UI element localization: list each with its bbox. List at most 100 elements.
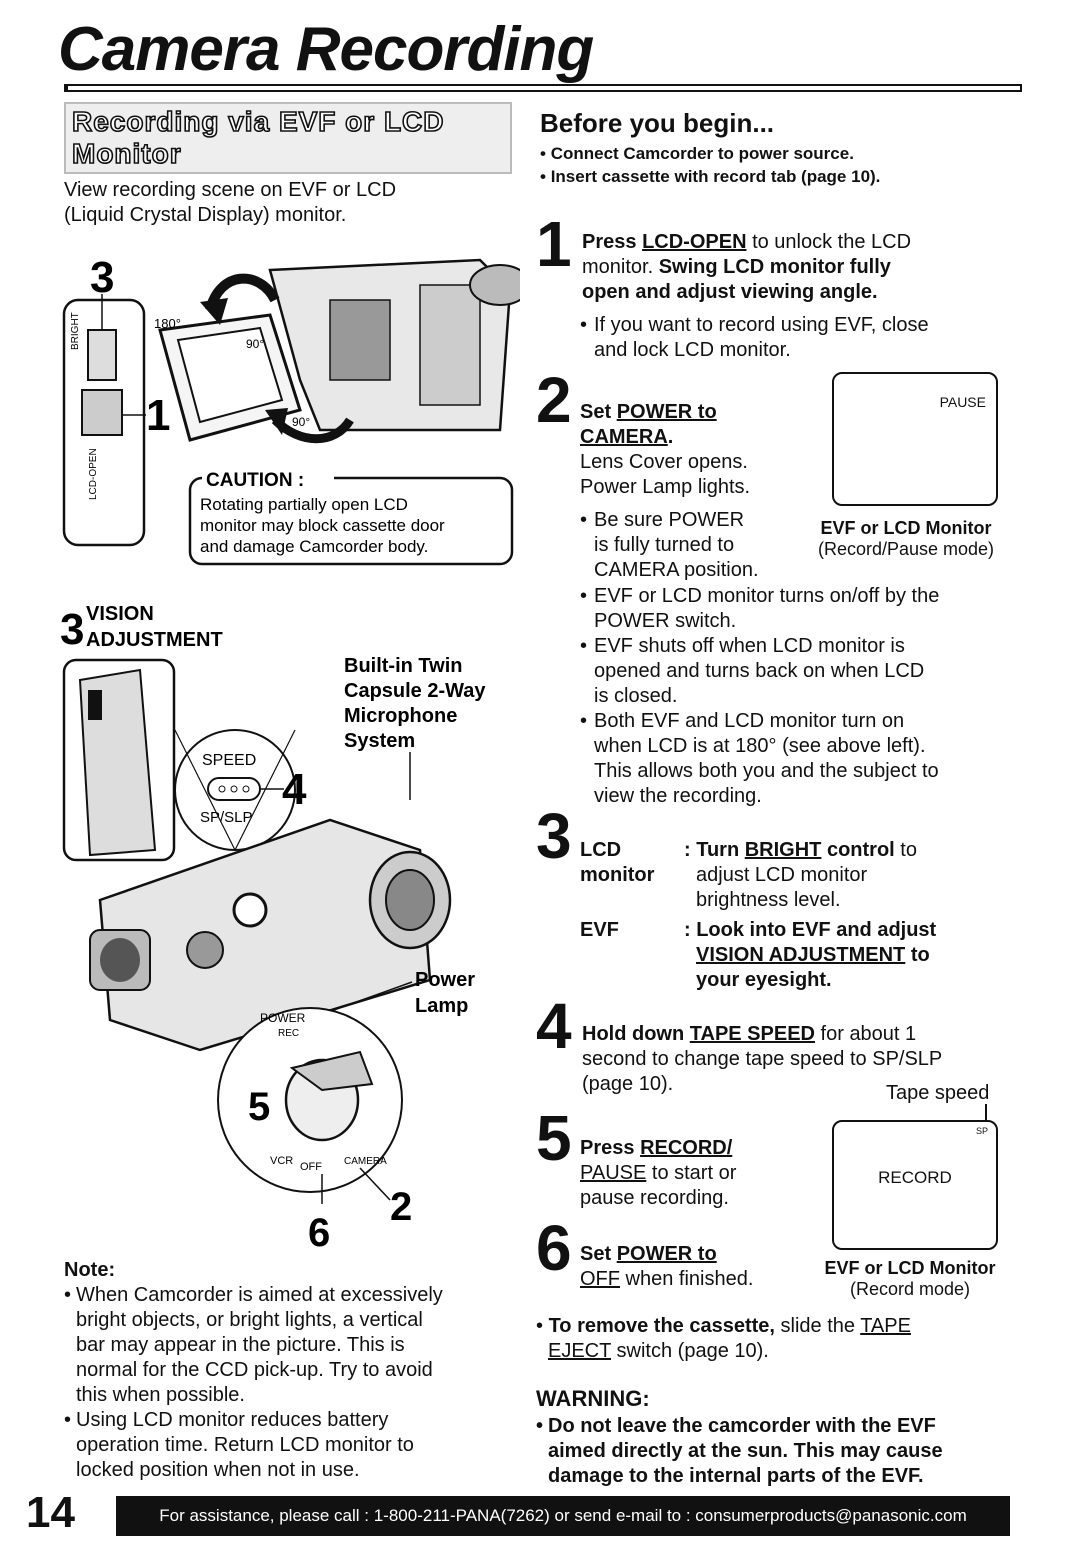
banner-line1: Recording via EVF or LCD <box>71 105 445 138</box>
angle-180-label: 180° <box>154 316 181 331</box>
note-line: normal for the CCD pick-up. Try to avoid <box>76 1359 433 1381</box>
note-line: Using LCD monitor reduces battery <box>76 1409 389 1431</box>
warning-text: • Do not leave the camcorder with the EV… <box>536 1415 943 1487</box>
bullet-line: Both EVF and LCD monitor turn on <box>594 710 905 732</box>
step-text: pause recording. <box>580 1187 729 1209</box>
caution-title: CAUTION : <box>206 470 304 491</box>
tape-speed-label: Tape speed <box>886 1082 990 1104</box>
caption-line: (Record/Pause mode) <box>817 539 995 559</box>
bright-ref: BRIGHT <box>744 839 822 861</box>
angle-90-label: 90° <box>246 337 264 351</box>
step-text: to unlock the LCD <box>746 231 912 253</box>
step-text: control <box>821 839 895 861</box>
caution-line: Rotating partially open LCD <box>200 495 408 514</box>
warning-title: WARNING: <box>536 1386 650 1411</box>
off-label: OFF <box>300 1161 322 1173</box>
lcd-label: LCD monitor <box>580 838 654 888</box>
step-text: second to change tape speed to SP/SLP <box>582 1048 943 1070</box>
step-1-bullet: • If you want to record using EVF, close… <box>580 314 929 361</box>
step-text: : Look into EVF and adjust <box>684 919 937 941</box>
banner-line2: Monitor <box>71 137 182 170</box>
note-item: • When Camcorder is aimed at excessively… <box>64 1284 443 1406</box>
step-2-bullets: • EVF or LCD monitor turns on/off by the… <box>580 584 1020 809</box>
remove-text: switch (page 10). <box>610 1340 769 1362</box>
lcd-label-line: monitor <box>580 864 655 886</box>
step-1-number: 1 <box>536 208 572 280</box>
intro-line: (Liquid Crystal Display) monitor. <box>64 204 347 226</box>
step-6-callout: 6 <box>308 1211 330 1255</box>
sp-slp-label: SP/SLP <box>200 809 253 826</box>
speed-label: SPEED <box>202 752 256 769</box>
warning-line: Do not leave the camcorder with the EVF <box>548 1415 936 1437</box>
bullet-item: • EVF or LCD monitor turns on/off by the… <box>580 585 940 632</box>
bullet-line: CAMERA position. <box>594 559 759 581</box>
intro-line: View recording scene on EVF or LCD <box>64 179 397 201</box>
step-6-text: Set POWER to OFF when finished. <box>580 1242 820 1292</box>
step-text: Press <box>580 1137 641 1159</box>
step-2-callout: 2 <box>390 1185 412 1229</box>
evf-label: EVF <box>580 919 619 941</box>
caution-line: and damage Camcorder body. <box>200 537 428 556</box>
note-line: this when possible. <box>76 1384 245 1406</box>
note-line: When Camcorder is aimed at excessively <box>76 1284 443 1306</box>
step-5-number: 5 <box>536 1102 572 1174</box>
step-text: Lens Cover opens. <box>580 451 748 473</box>
step-text: your eyesight. <box>696 969 832 991</box>
power-lamp-label: Lamp <box>415 995 468 1017</box>
step-text: (page 10). <box>582 1073 674 1095</box>
step-4-text: Hold down TAPE SPEED for about 1 second … <box>582 1022 1022 1097</box>
mic-label: Capsule 2-Way <box>344 680 486 702</box>
caption-line: EVF or LCD Monitor <box>820 518 992 538</box>
intro-text: View recording scene on EVF or LCD (Liqu… <box>64 178 504 228</box>
step-text: for about 1 <box>814 1023 917 1045</box>
step-2-number: 2 <box>536 364 572 436</box>
title-rule <box>64 84 1022 92</box>
note-title: Note: <box>64 1259 116 1281</box>
bullet-line: Be sure POWER <box>594 509 745 531</box>
pause-monitor-caption: EVF or LCD Monitor (Record/Pause mode) <box>806 518 1006 560</box>
step-6-number: 6 <box>536 1212 572 1284</box>
remove-text: To remove the cassette, <box>548 1315 775 1337</box>
evf-instruction: : Look into EVF and adjust VISION ADJUST… <box>684 918 1014 993</box>
bullet-line: is closed. <box>594 685 678 707</box>
step-1-text: Press LCD-OPEN to unlock the LCD monitor… <box>582 230 1022 305</box>
bullet-line: opened and turns back on when LCD <box>594 660 925 682</box>
step-text: open and adjust viewing angle. <box>582 281 878 303</box>
camera-label: CAMERA <box>344 1156 387 1167</box>
camera-ref: CAMERA <box>580 426 668 448</box>
vision-label: VISION <box>86 603 154 625</box>
lcd-instruction: : Turn BRIGHT control to adjust LCD moni… <box>684 838 1014 913</box>
vision-label: ADJUSTMENT <box>86 629 223 651</box>
mic-label: Built-in Twin <box>344 655 463 677</box>
step-5-callout: 5 <box>248 1085 270 1129</box>
step-text: to <box>894 839 917 861</box>
before-item-text: Insert cassette with record tab (page 10… <box>550 167 881 186</box>
bullet-line: is fully turned to <box>594 534 735 556</box>
off-ref: OFF <box>580 1268 620 1290</box>
warning-line: aimed directly at the sun. This may caus… <box>548 1440 943 1462</box>
sp-indicator: SP <box>975 1126 988 1136</box>
lcd-label-line: LCD <box>580 839 622 861</box>
step-text: : Turn <box>684 839 745 861</box>
step-text: Set <box>580 1243 617 1265</box>
caption-line: EVF or LCD Monitor <box>824 1258 996 1278</box>
step-text: adjust LCD monitor <box>696 864 868 886</box>
step-text: to <box>905 944 930 966</box>
note-section: Note: • When Camcorder is aimed at exces… <box>64 1258 514 1483</box>
bullet-line: This allows both you and the subject to <box>594 760 939 782</box>
step-text: Power Lamp lights. <box>580 476 751 498</box>
record-monitor-caption: EVF or LCD Monitor (Record mode) <box>806 1258 1014 1300</box>
power-ref: POWER to <box>616 401 717 423</box>
step-1-callout: 1 <box>146 391 170 440</box>
remove-cassette-note: • To remove the cassette, slide the TAPE… <box>536 1315 911 1362</box>
note-line: operation time. Return LCD monitor to <box>76 1434 414 1456</box>
lcd-open-ref: LCD-OPEN <box>642 231 747 253</box>
lcd-open-label: LCD-OPEN <box>88 448 99 500</box>
eject-ref: EJECT <box>548 1340 611 1362</box>
page-number: 14 <box>26 1488 75 1537</box>
warning-line: damage to the internal parts of the EVF. <box>548 1465 924 1487</box>
section-banner: Recording via EVF or LCD Monitor <box>64 102 512 174</box>
step-2-bullet-1: • Be sure POWER is fully turned to CAMER… <box>580 509 759 581</box>
monitor-record-display: SP RECORD <box>832 1120 998 1250</box>
title-rule-end <box>64 84 68 92</box>
